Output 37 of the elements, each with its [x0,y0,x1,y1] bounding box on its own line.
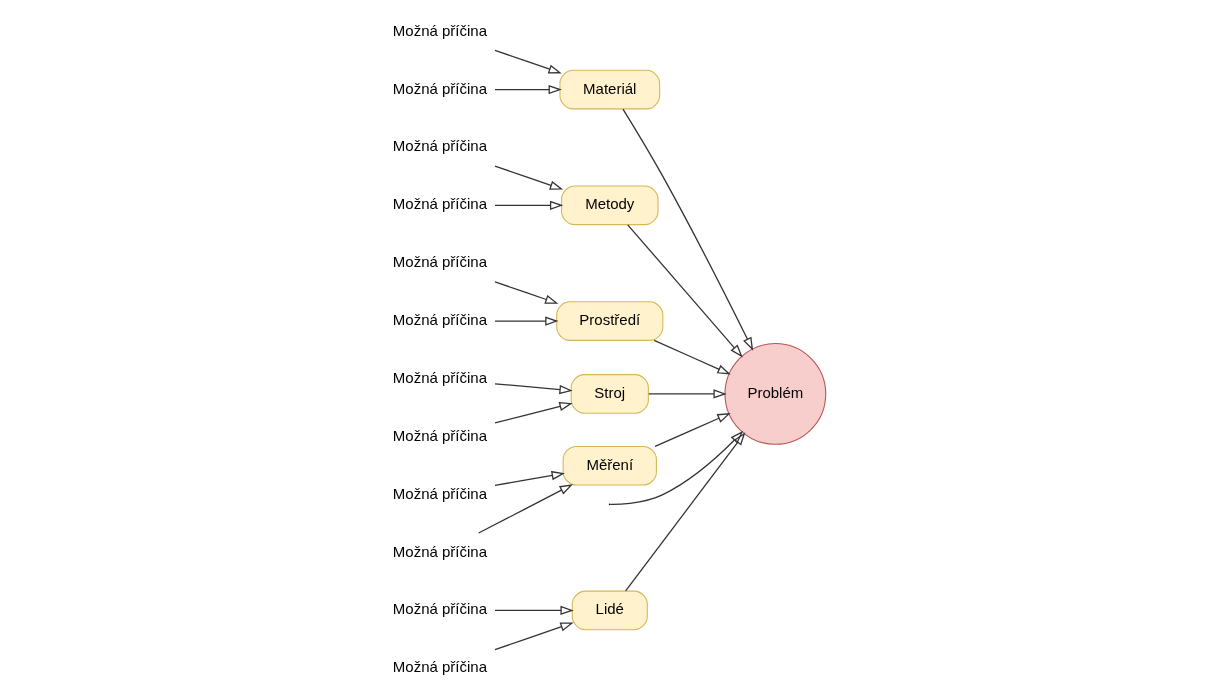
arrow [654,413,731,447]
node-box: Metody [561,185,659,226]
node-text: Možná příčina [392,600,488,618]
arrow [478,484,573,534]
node-box: Materiál [559,69,661,110]
arrow [653,339,731,375]
node-text: Možná příčina [392,195,488,213]
arrow [494,281,559,304]
arrow [494,401,573,424]
arrow [494,49,562,74]
arrow [494,622,574,651]
node-text: Možná příčina [392,21,488,39]
node-text: Možná příčina [392,368,488,386]
node-text: Možná příčina [392,311,488,329]
arrow [625,430,746,592]
arrow [494,383,573,395]
node-box: Stroj [570,374,649,414]
arrow [494,605,574,616]
node-text: Možná příčina [392,658,488,676]
node-box: Lidé [571,590,648,631]
node-box: Měření [562,445,657,486]
node-text: Možná příčina [392,253,488,271]
arrow [622,108,754,351]
node-box: Prostředí [556,301,664,341]
arrow [627,224,743,358]
arrow [610,430,746,505]
arrow [494,84,562,95]
node-text: Možná příčina [392,542,488,560]
node-text: Možná příčina [392,137,488,155]
arrow [494,316,559,326]
node-text: Možná příčina [392,79,488,97]
arrow [494,200,564,210]
node-text: Možná příčina [392,426,488,444]
arrow [494,470,565,486]
arrow [648,389,727,399]
node-text: Možná příčina [392,484,488,502]
arrow [494,165,564,190]
